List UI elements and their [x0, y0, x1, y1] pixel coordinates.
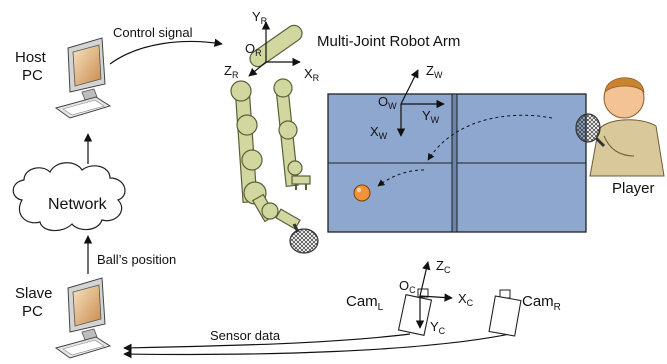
slave-pc: Slave PC	[15, 277, 112, 359]
host-pc: Host PC	[15, 37, 112, 119]
robot-paddle	[289, 228, 319, 254]
player-hair	[604, 77, 645, 94]
camera-left: CamL	[346, 288, 433, 336]
slave-pc-label-line2: PC	[22, 303, 43, 320]
world-origin-label: OW	[378, 94, 397, 111]
robot-y-label: YR	[252, 9, 268, 26]
cam-left-body	[397, 294, 433, 336]
ball-highlight	[356, 187, 362, 193]
ball	[353, 184, 371, 202]
robot-z-axis	[248, 61, 267, 77]
cam-x-label: XC	[458, 291, 474, 308]
ball-position-label: Ball’s position	[97, 252, 176, 267]
slave-pc-label-line1: Slave	[15, 285, 53, 302]
slave-pc-icon	[54, 277, 112, 359]
robot-z-label: ZR	[224, 63, 239, 80]
player-paddle	[575, 113, 601, 143]
player-arm	[603, 135, 635, 157]
arrow-sensor-data-right-cam	[123, 333, 511, 359]
cam-z-axis	[419, 261, 431, 297]
player: Player	[575, 77, 665, 197]
ball-trajectory-2	[377, 169, 425, 187]
control-signal-label: Control signal	[113, 25, 193, 40]
host-pc-icon	[54, 37, 112, 119]
robot-joint	[278, 120, 298, 140]
player-paddle-handle	[594, 136, 606, 148]
robot-joint	[273, 78, 293, 98]
robot-joint	[241, 149, 263, 171]
cam-left-label: CamL	[346, 293, 384, 313]
ball-trajectory-1	[427, 114, 553, 161]
robot-joint	[261, 202, 279, 220]
robot-arm: Multi-Joint Robot Arm	[230, 24, 460, 254]
cam-y-label: YC	[430, 319, 446, 336]
robot-x-label: XR	[304, 66, 320, 83]
arrow-sensor-data-left-cam	[123, 333, 411, 353]
player-label: Player	[612, 180, 655, 197]
camera-right: CamR	[488, 289, 561, 337]
player-body	[589, 119, 665, 177]
world-frame: ZW OW YW XW	[370, 63, 445, 141]
robot-shoulder	[249, 24, 303, 68]
world-z-label: ZW	[426, 63, 443, 80]
arrow-control-signal	[109, 38, 223, 65]
cam-left-lens	[417, 288, 429, 298]
gripper-fingers	[295, 184, 307, 190]
ping-pong-table	[327, 93, 587, 233]
cam-origin-label: OC	[399, 278, 416, 295]
cam-right-body	[488, 295, 522, 337]
host-pc-label-line2: PC	[22, 67, 43, 84]
robot-joint	[230, 80, 252, 102]
table-net	[451, 93, 458, 233]
network-label: Network	[48, 196, 108, 213]
robot-gripper	[291, 175, 311, 185]
robot-frame: YR OR ZR XR	[224, 9, 320, 83]
world-x-label: XW	[370, 124, 388, 141]
robot-arm-title: Multi-Joint Robot Arm	[317, 33, 460, 50]
host-pc-label-line1: Host	[15, 49, 47, 66]
cam-x-axis	[419, 293, 453, 302]
cam-z-label: ZC	[436, 258, 451, 275]
camera-frame: ZC OC XC YC	[399, 258, 474, 336]
robot-joint	[236, 114, 258, 136]
world-z-axis	[400, 69, 419, 105]
robot-wrist	[275, 208, 301, 230]
robot-joint	[287, 160, 303, 176]
cam-right-label: CamR	[522, 293, 561, 313]
network-cloud: Network	[12, 162, 126, 232]
sensor-data-label: Sensor data	[210, 328, 281, 343]
world-y-label: YW	[422, 108, 440, 125]
robot-origin-label: OR	[245, 41, 262, 58]
